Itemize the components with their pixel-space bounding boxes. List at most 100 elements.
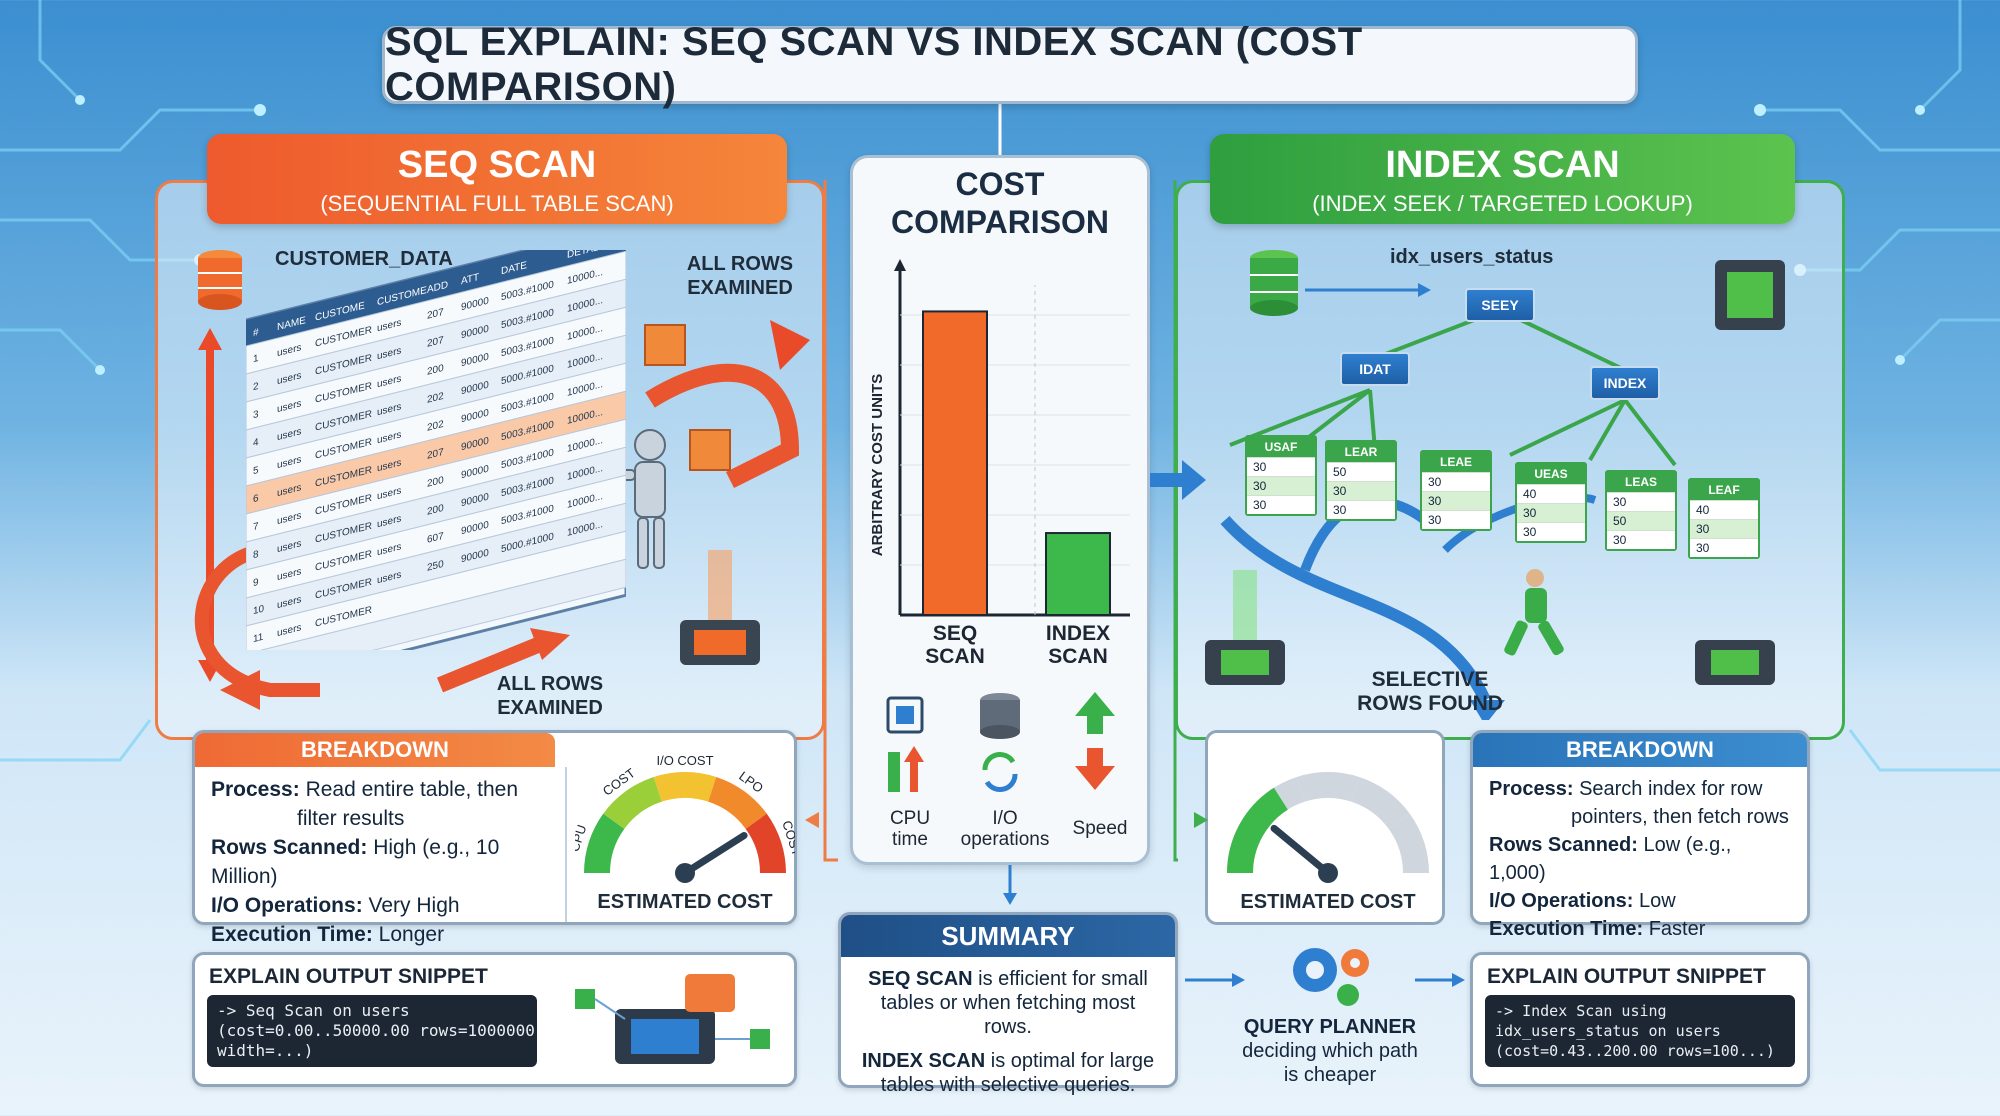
leaf-value: 30 bbox=[1690, 538, 1758, 557]
gauge-needle bbox=[1270, 824, 1332, 877]
table-cell: 10 bbox=[253, 604, 264, 618]
table-cell: 207 bbox=[427, 447, 444, 462]
all-rows-examined-label-2: ALL ROWS EXAMINED bbox=[496, 673, 604, 719]
table-cell: 8 bbox=[253, 549, 259, 561]
y-axis-arrow bbox=[894, 259, 906, 271]
gear-icon bbox=[1293, 948, 1369, 1006]
leaf-value: 30 bbox=[1607, 492, 1675, 511]
speed-icon bbox=[1070, 690, 1130, 800]
table-cell: 200 bbox=[427, 503, 444, 518]
seq-breakdown: BREAKDOWN Process: Read entire table, th… bbox=[192, 730, 797, 946]
table-cell: 207 bbox=[427, 307, 444, 322]
category-label: SEQ bbox=[933, 622, 977, 645]
index-explain-snippet: EXPLAIN OUTPUT SNIPPET -> Index Scan usi… bbox=[1470, 952, 1810, 1087]
leaf-label: LEAR bbox=[1327, 442, 1395, 462]
gauge-hub bbox=[1318, 863, 1338, 883]
table-cell: 202 bbox=[427, 419, 444, 434]
table-cell: 6 bbox=[253, 493, 259, 505]
divider bbox=[565, 767, 567, 922]
runner-icon bbox=[1504, 569, 1564, 656]
index-scan-subtitle: (INDEX SEEK / TARGETED LOOKUP) bbox=[1312, 191, 1693, 216]
gauge-segment bbox=[1388, 813, 1429, 874]
leaf-label: LEAE bbox=[1422, 452, 1490, 472]
execution-time-label: Execution Time: bbox=[211, 923, 373, 946]
table-cell: 7 bbox=[253, 521, 259, 533]
index-cost-gauge bbox=[1227, 772, 1429, 883]
execution-time-value: Longer bbox=[378, 923, 445, 946]
leaf-value: 30 bbox=[1517, 522, 1585, 541]
index-breakdown-header: BREAKDOWN bbox=[1473, 733, 1807, 767]
database-icon bbox=[1250, 250, 1298, 316]
process-value: Read entire table, then bbox=[305, 778, 519, 801]
metric-label: CPU time bbox=[889, 808, 931, 850]
seq-breakdown-header: BREAKDOWN bbox=[195, 733, 555, 767]
leaf-value: 30 bbox=[1327, 500, 1395, 519]
summary-seq-text: is efficient for small tables or when fe… bbox=[880, 968, 1148, 1038]
index-scan-title: INDEX SCAN bbox=[1385, 144, 1620, 186]
query-planner-text: deciding which path is cheaper bbox=[1242, 1040, 1418, 1086]
table-header-cell: DETALE bbox=[567, 250, 605, 261]
snippet-title: EXPLAIN OUTPUT SNIPPET bbox=[1487, 965, 1766, 988]
summary-box: SUMMARY SEQ SCAN is efficient for small … bbox=[838, 912, 1178, 1096]
seq-explain-snippet: EXPLAIN OUTPUT SNIPPET -> Seq Scan on us… bbox=[192, 952, 797, 1087]
gauge-hub bbox=[675, 863, 695, 883]
process-label: Process: bbox=[211, 778, 300, 801]
gauge-needle bbox=[681, 831, 748, 877]
snippet-code: -> Seq Scan on users (cost=0.00..50000.0… bbox=[207, 995, 537, 1067]
gauge-segment bbox=[1296, 772, 1360, 802]
table-cell: 3 bbox=[253, 409, 259, 421]
cpu-icon bbox=[880, 690, 940, 800]
gauge-segment bbox=[653, 772, 717, 802]
rows-scanned-value: Low (e.g., 1,000) bbox=[1489, 834, 1732, 884]
leaf-value: 50 bbox=[1607, 511, 1675, 530]
left-arrow-icon bbox=[805, 812, 819, 828]
gauge-segment bbox=[603, 776, 663, 830]
leaf-value: 30 bbox=[1422, 510, 1490, 529]
selective-rows-found-label: SELECTIVE ROWS FOUND bbox=[1357, 668, 1503, 715]
right-arrow-icon bbox=[1194, 812, 1208, 828]
execution-time-value: Faster bbox=[1648, 918, 1706, 940]
leaf-value: 40 bbox=[1517, 484, 1585, 503]
query-planner-title: QUERY PLANNER bbox=[1243, 1016, 1417, 1038]
leaf-value: 50 bbox=[1327, 462, 1395, 481]
gauge-fill bbox=[1227, 787, 1289, 874]
btree-internal-node: IDAT bbox=[1340, 352, 1410, 386]
leaf-value: 30 bbox=[1247, 476, 1315, 495]
table-header-cell: ATT bbox=[461, 272, 479, 287]
snippet-code: -> Index Scan using idx_users_status on … bbox=[1485, 995, 1795, 1067]
process-label: Process: bbox=[1489, 778, 1574, 800]
index-scan-illustration bbox=[1205, 250, 1785, 720]
table-cell: 207 bbox=[427, 335, 444, 350]
metric-label: Speed bbox=[1072, 818, 1128, 839]
io-operations-label: I/O Operations: bbox=[1489, 890, 1634, 912]
into-index-arrow-icon bbox=[1150, 460, 1206, 500]
category-label: SCAN bbox=[1048, 645, 1108, 668]
bar-index-scan bbox=[1045, 532, 1111, 616]
seq-scan-subtitle: (SEQUENTIAL FULL TABLE SCAN) bbox=[320, 191, 674, 216]
gauge-arc-label: I/O COST bbox=[656, 753, 713, 768]
leaf-label: LEAS bbox=[1607, 472, 1675, 492]
table-cell: 200 bbox=[427, 363, 444, 378]
index-name-label: idx_users_status bbox=[1390, 246, 1554, 268]
index-gauge-box: ESTIMATED COST bbox=[1205, 730, 1445, 925]
table-cell: 9 bbox=[253, 577, 259, 589]
leaf-value: 30 bbox=[1327, 481, 1395, 500]
table-cell: 202 bbox=[427, 391, 444, 406]
table-cell: 11 bbox=[253, 632, 264, 646]
table-row bbox=[246, 558, 626, 650]
seq-gauge-label: ESTIMATED COST bbox=[597, 891, 773, 913]
index-breakdown: BREAKDOWN Process: Search index for row … bbox=[1470, 730, 1810, 940]
io-operations-value: Very High bbox=[368, 894, 460, 917]
table-cell: 607 bbox=[427, 531, 444, 546]
rows-scanned-value: High (e.g., 10 Million) bbox=[211, 836, 500, 888]
chip-icon bbox=[1715, 260, 1785, 330]
btree-root-node: SEEY bbox=[1465, 288, 1535, 322]
leaf-label: LEAF bbox=[1690, 480, 1758, 500]
query-planner: QUERY PLANNER deciding which path is che… bbox=[1215, 1015, 1445, 1087]
seq-scan-header: SEQ SCAN (SEQUENTIAL FULL TABLE SCAN) bbox=[207, 134, 787, 224]
